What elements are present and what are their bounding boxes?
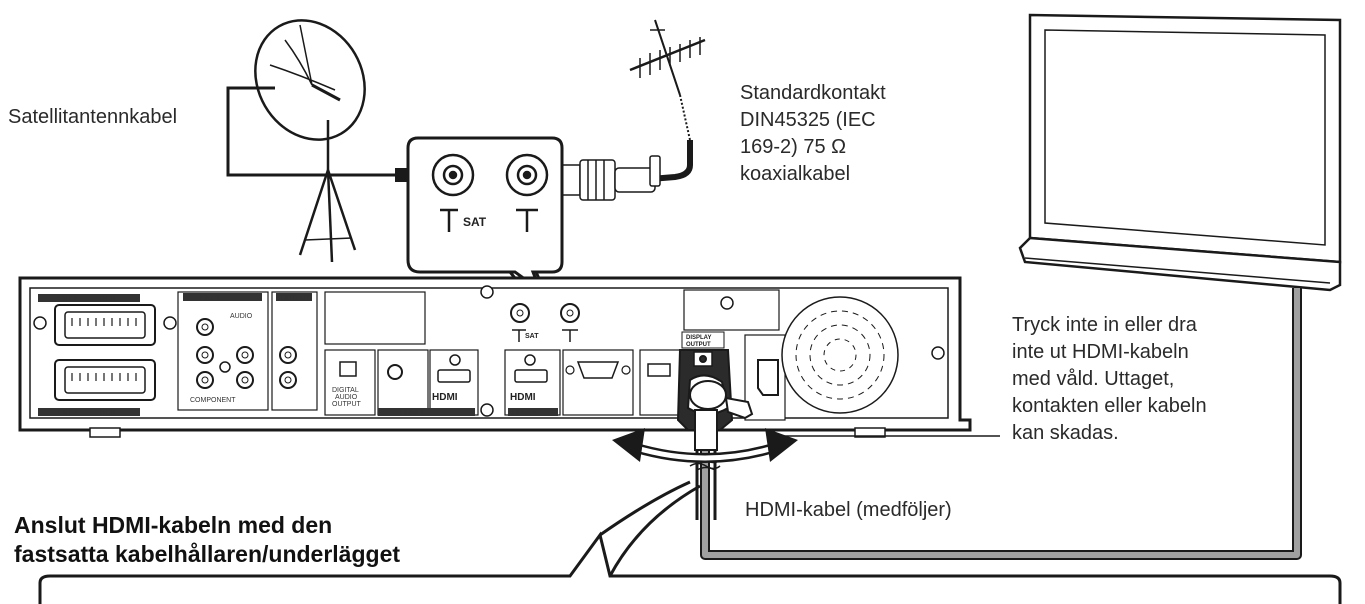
digital-audio-label-3: OUTPUT — [332, 401, 362, 408]
satellite-cable — [226, 86, 395, 177]
coax-line-3: 169-2) 75 Ω — [740, 136, 847, 158]
warning-line-5: kan skadas. — [1012, 422, 1119, 444]
hdmi-cable-holder — [676, 349, 754, 520]
display-output-label-2: OUTPUT — [686, 342, 711, 348]
warning-line-3: med våld. Uttaget, — [1012, 368, 1175, 390]
hdmi1-label: HDMI 1 — [400, 410, 424, 417]
hdmi2-port-label: HDMI — [510, 392, 536, 403]
receiver-rear-panel — [18, 276, 972, 438]
coax-line-1: Standardkontakt — [740, 82, 886, 104]
digital-audio-label-1: DIGITAL — [332, 387, 359, 394]
satellite-cable-label: Satellitantennkabel — [8, 106, 178, 128]
warning-line-4: kontakten eller kabeln — [1012, 395, 1207, 417]
digital-audio-label-2: AUDIO — [335, 394, 358, 401]
sat-label: SAT — [463, 215, 487, 229]
ext1-label: EXT 1 — [58, 296, 77, 303]
instruction-line-2: fastsatta kabelhållaren/underlägget — [14, 541, 401, 567]
warning-line-2: inte ut HDMI-kabeln — [1012, 341, 1189, 363]
hdmi-cable-label: HDMI-kabel (medföljer) — [745, 499, 952, 521]
coax-plug — [559, 155, 661, 201]
rgb-label-1: RGB — [100, 296, 116, 303]
coax-cable-label: Standardkontakt DIN45325 (IEC 169-2) 75 … — [740, 80, 886, 188]
warning-line-1: Tryck inte in eller dra — [1012, 314, 1197, 336]
audio-label: AUDIO — [230, 313, 253, 320]
instruction-heading: Anslut HDMI-kabeln med den fastsatta kab… — [14, 511, 400, 569]
ext3-label: EXT 3 — [200, 295, 219, 302]
coax-line-2: DIN45325 (IEC — [740, 109, 876, 131]
rear-sat-label: SAT — [525, 333, 539, 340]
rf-connector-icon — [505, 153, 549, 197]
coax-cable — [599, 140, 693, 186]
display-output-label-1: DISPLAY — [686, 335, 711, 341]
tv-icon — [1018, 13, 1342, 292]
hdmi2-label: HDMI 2 — [512, 410, 536, 417]
terrestrial-antenna-icon — [629, 19, 706, 141]
hdmi1-port-label: HDMI — [432, 392, 458, 403]
output-label: OUTPUT — [281, 295, 311, 302]
instruction-line-1: Anslut HDMI-kabeln med den — [14, 512, 333, 538]
satellite-dish-icon — [254, 19, 366, 263]
hdmi-warning-text: Tryck inte in eller dra inte ut HDMI-kab… — [1012, 312, 1207, 447]
rgb-label-2: RGB — [100, 410, 116, 417]
antenna-symbol-icon — [440, 208, 538, 232]
component-label: COMPONENT — [190, 397, 236, 404]
coax-line-4: koaxialkabel — [740, 163, 851, 185]
sat-connector-icon — [431, 153, 475, 197]
ext2-label: EXT 2 — [58, 410, 77, 417]
